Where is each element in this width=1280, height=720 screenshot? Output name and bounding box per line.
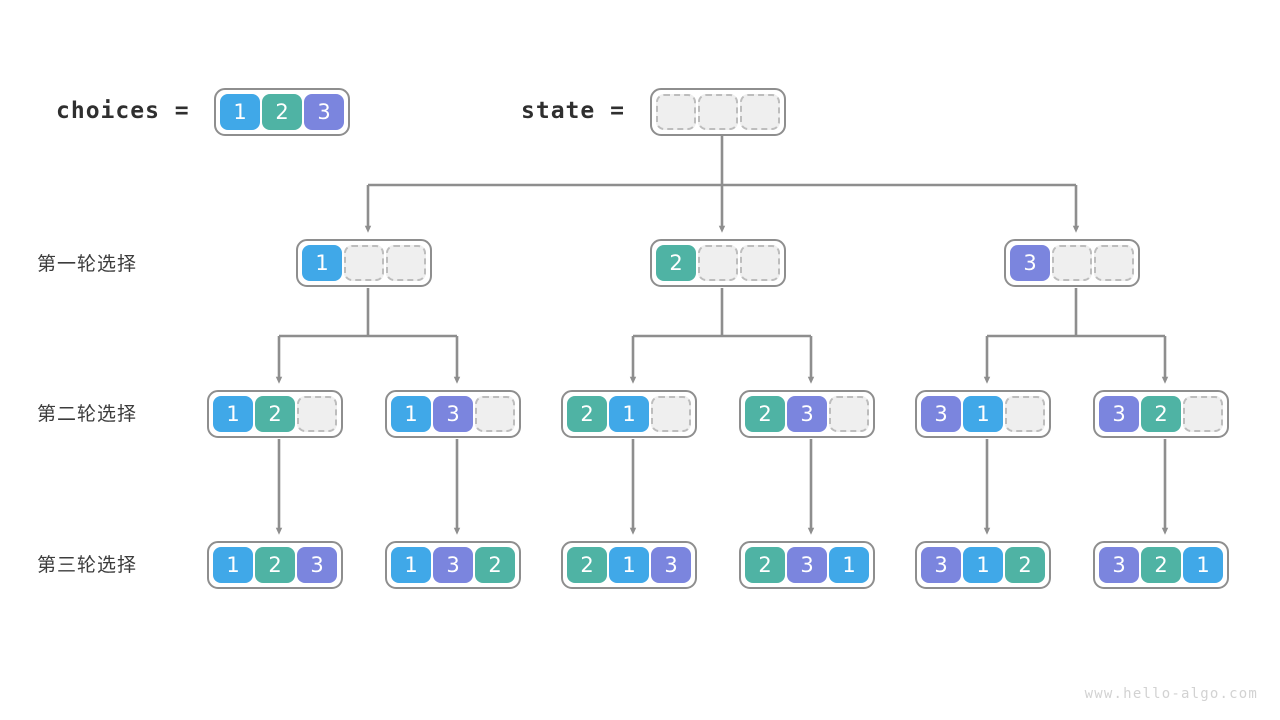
round2-node-1-cell-0: 1 [391,396,431,432]
round1-node-2: 3 [1004,239,1140,287]
round2-node-3-cell-0: 2 [745,396,785,432]
round2-node-0-cell-1: 2 [255,396,295,432]
choices-cell-2: 3 [304,94,344,130]
round3-node-1-cell-2: 2 [475,547,515,583]
round2-node-5-cell-0: 3 [1099,396,1139,432]
round3-node-0: 1 2 3 [207,541,343,589]
round1-node-0-cell-1 [344,245,384,281]
round1-node-1-cell-1 [698,245,738,281]
round3-node-1: 1 3 2 [385,541,521,589]
round3-node-2: 2 1 3 [561,541,697,589]
round1-node-1: 2 [650,239,786,287]
round2-node-4-cell-1: 1 [963,396,1003,432]
row-label-round3: 第三轮选择 [37,555,138,576]
state-cell-0 [656,94,696,130]
round2-node-3-cell-2 [829,396,869,432]
round3-node-4: 3 1 2 [915,541,1051,589]
row-label-round1: 第一轮选择 [37,254,138,275]
round3-node-4-cell-0: 3 [921,547,961,583]
round3-node-1-cell-1: 3 [433,547,473,583]
state-label: state = [521,98,625,124]
state-cell-1 [698,94,738,130]
choices-cell-1: 2 [262,94,302,130]
round2-node-1-cell-2 [475,396,515,432]
round3-node-5-cell-0: 3 [1099,547,1139,583]
round3-node-2-cell-2: 3 [651,547,691,583]
round2-node-0-cell-0: 1 [213,396,253,432]
row-label-round2: 第二轮选择 [37,404,138,425]
round3-node-0-cell-2: 3 [297,547,337,583]
round3-node-5: 3 2 1 [1093,541,1229,589]
state-cell-2 [740,94,780,130]
round2-node-2-cell-2 [651,396,691,432]
round3-node-3: 2 3 1 [739,541,875,589]
round2-node-2-cell-0: 2 [567,396,607,432]
round3-node-5-cell-1: 2 [1141,547,1181,583]
round2-node-3: 2 3 [739,390,875,438]
round2-node-5-cell-2 [1183,396,1223,432]
round2-node-0: 1 2 [207,390,343,438]
round1-node-2-cell-1 [1052,245,1092,281]
choices-node: 1 2 3 [214,88,350,136]
round2-node-2: 2 1 [561,390,697,438]
round1-node-2-cell-2 [1094,245,1134,281]
round1-node-0-cell-2 [386,245,426,281]
watermark: www.hello-algo.com [1084,686,1258,702]
choices-label: choices = [56,98,190,124]
choices-cell-0: 1 [220,94,260,130]
round1-node-1-cell-0: 2 [656,245,696,281]
round3-node-5-cell-2: 1 [1183,547,1223,583]
round2-node-4-cell-2 [1005,396,1045,432]
state-node [650,88,786,136]
round1-node-2-cell-0: 3 [1010,245,1050,281]
round2-node-1-cell-1: 3 [433,396,473,432]
round3-node-3-cell-2: 1 [829,547,869,583]
round1-node-0-cell-0: 1 [302,245,342,281]
round3-node-1-cell-0: 1 [391,547,431,583]
round2-node-2-cell-1: 1 [609,396,649,432]
round2-node-1: 1 3 [385,390,521,438]
round3-node-0-cell-0: 1 [213,547,253,583]
round3-node-4-cell-2: 2 [1005,547,1045,583]
round3-node-2-cell-1: 1 [609,547,649,583]
round2-node-4-cell-0: 3 [921,396,961,432]
round3-node-3-cell-0: 2 [745,547,785,583]
round2-node-5: 3 2 [1093,390,1229,438]
round1-node-0: 1 [296,239,432,287]
round3-node-3-cell-1: 3 [787,547,827,583]
round1-node-1-cell-2 [740,245,780,281]
round3-node-4-cell-1: 1 [963,547,1003,583]
round3-node-2-cell-0: 2 [567,547,607,583]
round2-node-3-cell-1: 3 [787,396,827,432]
round2-node-4: 3 1 [915,390,1051,438]
round2-node-5-cell-1: 2 [1141,396,1181,432]
round2-node-0-cell-2 [297,396,337,432]
round3-node-0-cell-1: 2 [255,547,295,583]
